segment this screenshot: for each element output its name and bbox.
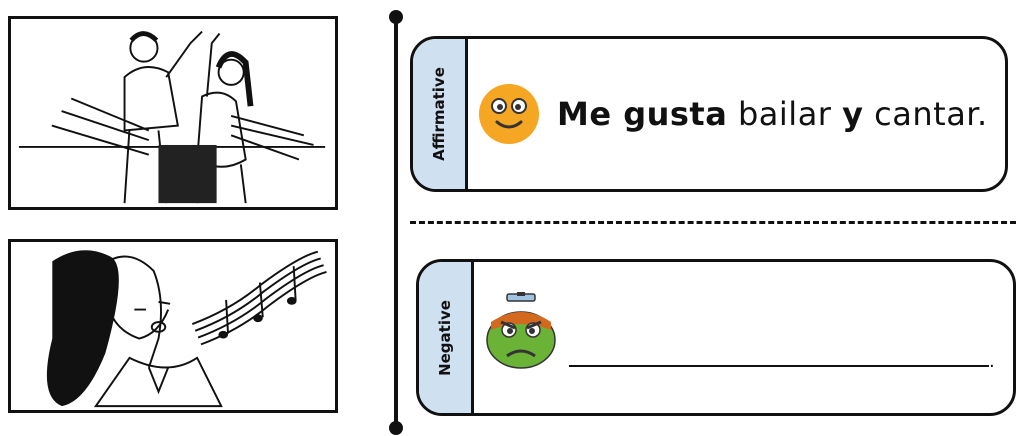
negative-tab: Negative <box>419 262 474 413</box>
smiling-face-icon <box>479 84 539 144</box>
affirmative-card: Affirmative Me gusta bailar y cantar. <box>410 36 1008 192</box>
sentence-cantar: cantar. <box>863 95 988 133</box>
singing-woman-drawing <box>46 250 327 408</box>
affirmative-tab: Affirmative <box>413 39 468 189</box>
answer-line <box>569 364 989 367</box>
affirmative-tab-label: Affirmative <box>430 67 448 161</box>
timeline-dot-top <box>389 10 403 24</box>
negative-card: Negative . <box>416 259 1016 416</box>
affirmative-sentence: Me gusta bailar y cantar. <box>557 95 988 133</box>
negative-answer-blank[interactable]: . <box>569 351 995 372</box>
dashed-divider <box>410 221 1016 224</box>
singing-woman-illustration <box>8 239 338 413</box>
grumpy-face-icon <box>486 292 556 369</box>
timeline-dot-bottom <box>389 421 403 435</box>
dancing-couple-illustration <box>8 16 338 210</box>
dancing-couple-drawing <box>18 30 326 204</box>
sentence-y: y <box>842 95 864 133</box>
sentence-bailar: bailar <box>727 95 843 133</box>
timeline-line <box>394 18 398 428</box>
negative-tab-label: Negative <box>436 299 454 376</box>
sentence-me-gusta: Me gusta <box>557 95 728 133</box>
blank-period: . <box>989 351 995 372</box>
